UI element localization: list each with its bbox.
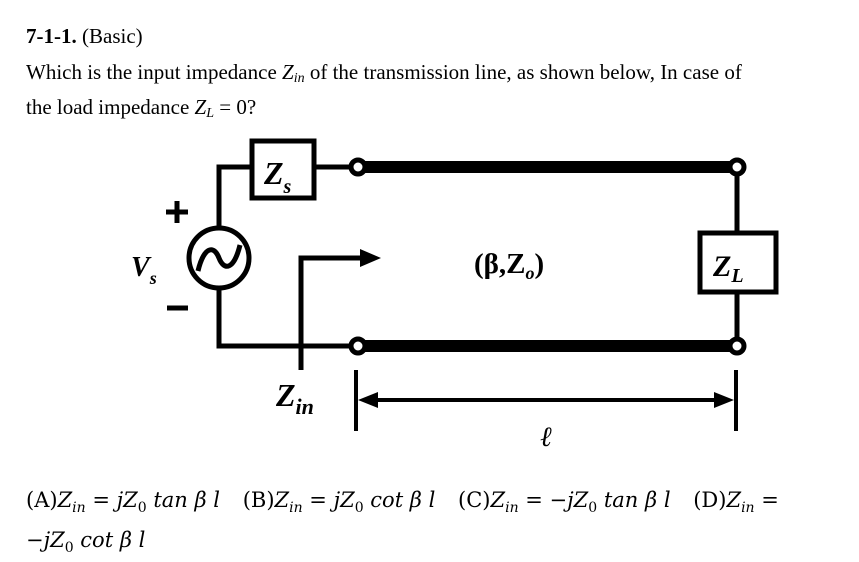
question-number: 7-1-1. [26,24,77,48]
zin-subscript: in [293,71,305,86]
question-level: (Basic) [82,24,143,48]
zl-label: ZL [712,250,744,287]
question-heading: 7-1-1. (Basic) [26,24,143,49]
line-parameters-label: (β,Zo) [474,248,544,283]
sine-wave-icon [195,244,243,272]
input-terminal-top [348,157,368,177]
load-terminal-bottom [727,336,747,356]
load-terminal-top [727,157,747,177]
option-d[interactable]: (D)Zin = [693,488,779,516]
source-top-wire [216,164,250,228]
option-c[interactable]: (C)Zin = −jZ0 tan β l [458,488,671,516]
load-impedance-box [697,230,779,295]
question-text: of the transmission line, as shown below… [304,60,742,84]
zl-subscript: L [206,106,214,121]
input-terminal-bottom [348,336,368,356]
answer-options-line-2: −jZ0 cot β l [26,528,146,556]
option-b[interactable]: (B)Zin = jZ0 cot β l [242,488,436,516]
input-impedance-marker [298,255,362,370]
arrow-right-icon [360,249,381,267]
question-text: Which is the input impedance [26,60,283,84]
zin-label: Zin [275,377,314,419]
zs-label: Zs [263,155,292,198]
vs-label: Vs [131,252,157,288]
question-text: the load impedance [26,95,195,119]
question-text: = 0? [214,95,257,119]
dimension-arrow-left-icon [358,392,378,408]
option-a[interactable]: (A)Zin = jZ0 tan β l [26,488,221,516]
zl-symbol: Z [194,95,207,119]
answer-options-line-1: (A)Zin = jZ0 tan β l (B)Zin = jZ0 cot β … [26,488,779,516]
zin-symbol: Z [282,60,294,84]
option-d-continued[interactable]: −jZ0 cot β l [26,528,146,556]
dimension-arrow-right-icon [714,392,734,408]
length-label: ℓ [540,422,552,453]
source-bottom-wire [216,288,352,349]
question-text-line-1: Which is the input impedance Zin of the … [26,60,742,86]
question-text-line-2: the load impedance ZL = 0? [26,95,257,121]
